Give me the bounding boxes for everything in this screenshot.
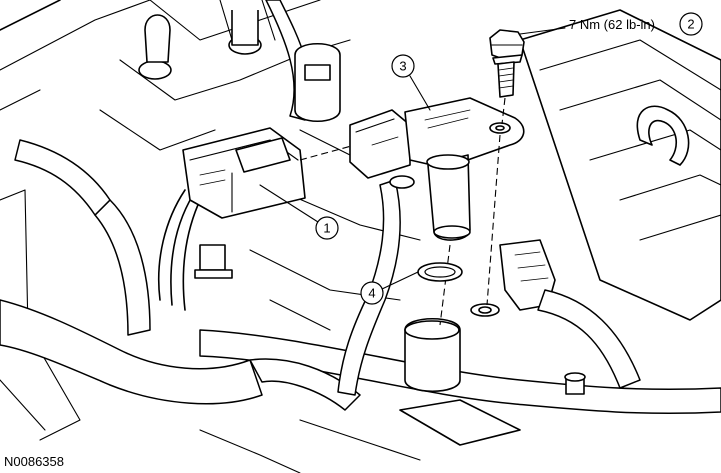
callout-3: 3	[391, 54, 431, 111]
bolt-alignment-line	[501, 97, 506, 125]
callout-1-label: 1	[323, 221, 330, 236]
callout-2-label: 2	[687, 17, 694, 32]
torque-spec: 7 Nm (62 lb-in)	[569, 17, 655, 32]
sensor-alignment-line	[439, 244, 451, 326]
bolt-hole-alignment-line	[486, 134, 501, 306]
figure-id: N0086358	[4, 454, 64, 469]
callout-4-label: 4	[368, 286, 375, 301]
connector-alignment-line	[299, 144, 356, 161]
callout-3-label: 3	[399, 59, 406, 74]
o-ring	[417, 262, 463, 282]
callout-1: 1	[259, 184, 339, 240]
bolt	[489, 29, 525, 98]
electrical-connector	[182, 127, 306, 219]
callout-4: 4	[360, 271, 419, 305]
callout-2: 2	[519, 12, 703, 36]
sensor	[349, 97, 525, 241]
